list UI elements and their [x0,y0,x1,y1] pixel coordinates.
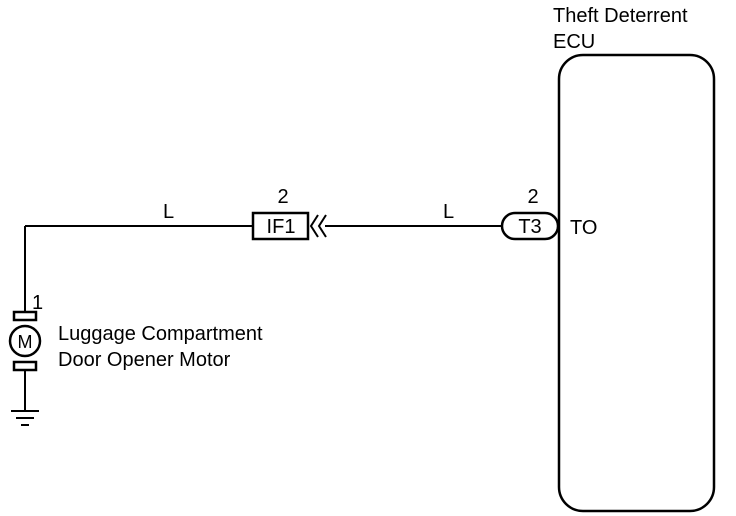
motor-name-line1: Luggage Compartment [58,323,263,345]
connector-if1-pin: 2 [277,186,288,208]
ground-icon [11,410,39,426]
motor-name-line2: Door Opener Motor [58,349,231,371]
ecu-title-line1: Theft Deterrent [553,5,688,27]
wire-color-left: L [163,201,174,223]
connector-if1-label: IF1 [267,216,296,238]
connector-t3-label: T3 [518,216,541,238]
wire-color-right: L [443,201,454,223]
connector-t3-pin: 2 [527,186,538,208]
inline-connector-icon [309,214,327,238]
ecu-box [557,53,716,513]
ecu-title-line2: ECU [553,31,595,53]
connector-if1 [251,211,310,241]
motor-symbol: M [18,332,33,352]
motor-pin: 1 [32,292,43,314]
ecu-terminal-label: TO [570,217,597,239]
connector-t3 [500,211,560,241]
